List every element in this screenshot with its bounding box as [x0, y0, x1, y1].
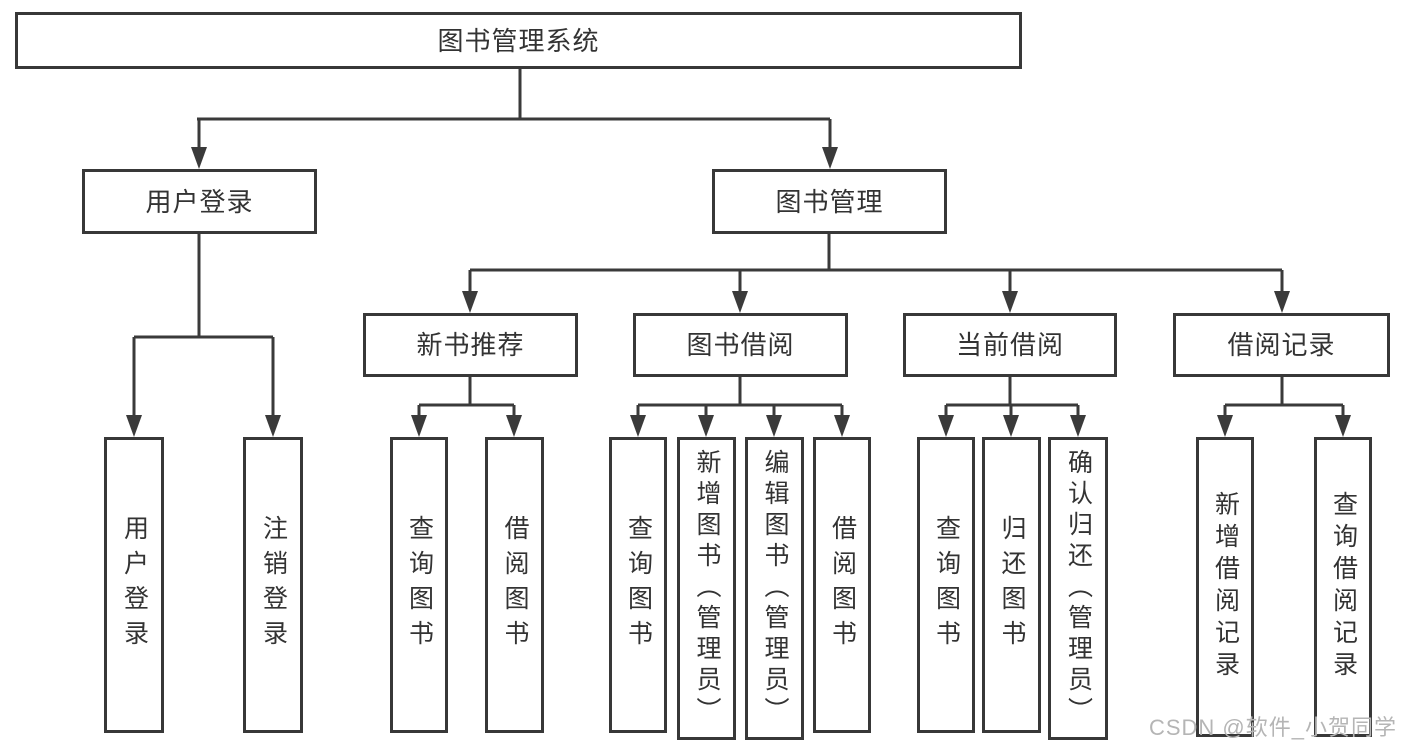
leaf-return-books-label: 归还图书	[998, 515, 1026, 655]
leaf-query-books-2-label: 查询图书	[624, 515, 653, 655]
leaf-borrow-books-2: 借阅图书	[813, 437, 871, 733]
leaf-add-borrow-record-label: 新增借阅记录	[1211, 491, 1240, 683]
node-book-borrowing: 图书借阅	[633, 313, 848, 377]
leaf-edit-books-admin: 编辑图书（管理员）	[745, 437, 804, 740]
node-borrowing-records-label: 借阅记录	[1227, 330, 1336, 360]
leaf-query-books-1-label: 查询图书	[405, 515, 434, 655]
leaf-confirm-return-admin-label: 确认归还（管理员）	[1064, 449, 1093, 728]
leaf-query-borrow-record-label: 查询借阅记录	[1329, 491, 1358, 683]
node-user-login: 用户登录	[82, 169, 317, 234]
leaf-query-borrow-record: 查询借阅记录	[1314, 437, 1372, 737]
node-root-label: 图书管理系统	[437, 25, 600, 56]
watermark: CSDN @软件_小贺同学	[1148, 715, 1397, 740]
node-book-management: 图书管理	[712, 169, 947, 234]
leaf-query-books-2: 查询图书	[609, 437, 667, 733]
leaf-logout-label: 注销登录	[259, 515, 288, 655]
leaf-query-books-3: 查询图书	[917, 437, 975, 733]
leaf-add-books-admin-label: 新增图书（管理员）	[693, 449, 721, 728]
node-book-borrowing-label: 图书借阅	[686, 330, 795, 360]
leaf-query-books-3-label: 查询图书	[932, 515, 961, 655]
leaf-add-books-admin: 新增图书（管理员）	[677, 437, 736, 740]
node-new-book-recommend: 新书推荐	[363, 313, 578, 377]
leaf-logout: 注销登录	[243, 437, 303, 733]
node-current-borrowing-label: 当前借阅	[955, 330, 1064, 360]
leaf-return-books: 归还图书	[982, 437, 1041, 733]
node-root: 图书管理系统	[15, 12, 1022, 69]
node-book-management-label: 图书管理	[775, 186, 884, 217]
leaf-edit-books-admin-label: 编辑图书（管理员）	[761, 449, 789, 728]
leaf-query-books-1: 查询图书	[390, 437, 448, 733]
node-new-book-recommend-label: 新书推荐	[416, 330, 525, 360]
node-borrowing-records: 借阅记录	[1173, 313, 1390, 377]
leaf-add-borrow-record: 新增借阅记录	[1196, 437, 1254, 737]
node-user-login-label: 用户登录	[145, 186, 254, 217]
leaf-borrow-books-1-label: 借阅图书	[501, 515, 529, 655]
leaf-borrow-books-1: 借阅图书	[485, 437, 544, 733]
leaf-confirm-return-admin: 确认归还（管理员）	[1048, 437, 1108, 740]
leaf-borrow-books-2-label: 借阅图书	[828, 515, 857, 655]
node-current-borrowing: 当前借阅	[903, 313, 1117, 377]
leaf-user-login: 用户登录	[104, 437, 164, 733]
leaf-user-login-label: 用户登录	[120, 515, 149, 655]
